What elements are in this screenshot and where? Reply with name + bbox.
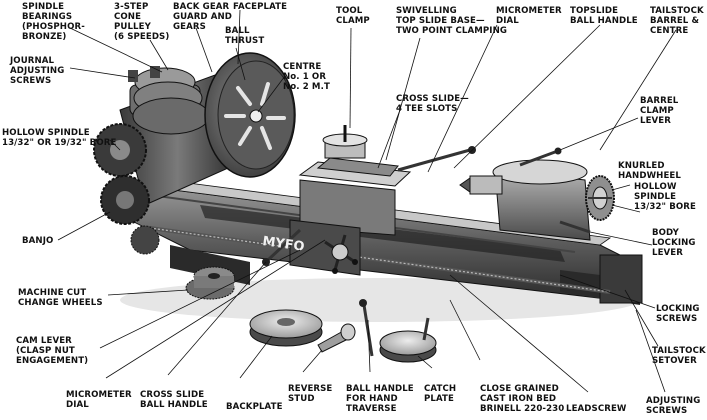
label-reverse-stud: REVERSE STUD: [288, 384, 333, 404]
bed-brand: MYFO: [261, 234, 305, 255]
accessory-change-wheel: [185, 266, 235, 300]
label-swivelling-top-slide: SWIVELLING TOP SLIDE BASE— TWO POINT CLA…: [396, 6, 508, 36]
leader-lines: [57, 9, 677, 393]
label-ball-thrust: BALL THRUST: [225, 26, 265, 46]
label-micrometer-dial-top: MICROMETER DIAL: [496, 6, 562, 26]
label-cone-pulley: 3-STEP CONE PULLEY (6 SPEEDS): [114, 2, 170, 42]
label-spindle-bearings: SPINDLE BEARINGS (PHOSPHOR- BRONZE): [22, 2, 85, 42]
label-adjusting-screws: ADJUSTING SCREWS: [646, 396, 701, 416]
floor-shadow: [120, 278, 640, 322]
headstock: [119, 52, 296, 206]
label-barrel-clamp-lever: BARREL CLAMP LEVER: [640, 96, 679, 126]
label-tool-clamp: TOOL CLAMP: [336, 6, 370, 26]
label-hollow-spindle-left: HOLLOW SPINDLE 13/32" OR 19/32" BORE: [2, 128, 117, 148]
label-leadscrew: LEADSCREW: [566, 404, 627, 414]
label-topslide-ball-handle: TOPSLIDE BALL HANDLE: [570, 6, 638, 26]
label-body-locking-lever: BODY LOCKING LEVER: [652, 228, 696, 258]
label-tailstock-barrel: TAILSTOCK BARREL & CENTRE: [650, 6, 704, 36]
carriage: [262, 125, 476, 276]
label-back-gear: BACK GEAR GUARD AND GEARS: [173, 2, 233, 32]
label-hollow-spindle-right: HOLLOW SPINDLE 13/32" BORE: [634, 182, 696, 212]
label-ball-handle: BALL HANDLE FOR HAND TRAVERSE: [346, 384, 414, 414]
label-tailstock-setover: TAILSTOCK SETOVER: [652, 346, 706, 366]
change-gear-train: [93, 123, 160, 255]
label-bed: CLOSE GRAINED CAST IRON BED BRINELL 220-…: [480, 384, 565, 414]
accessory-ball-handle: [359, 299, 374, 357]
label-backplate: BACKPLATE: [226, 402, 283, 412]
label-cam-lever: CAM LEVER (CLASP NUT ENGAGEMENT): [16, 336, 89, 366]
label-cross-slide-ball-handle: CROSS SLIDE BALL HANDLE: [140, 390, 208, 410]
label-locking-screws: LOCKING SCREWS: [656, 304, 700, 324]
label-catch-plate: CATCH PLATE: [424, 384, 457, 404]
label-banjo: BANJO: [22, 236, 54, 246]
label-centre: CENTRE No. 1 OR No. 2 M.T: [283, 62, 330, 92]
accessory-reverse-stud: [317, 323, 356, 353]
accessory-catch-plate: [379, 317, 437, 363]
label-journal-screws: JOURNAL ADJUSTING SCREWS: [10, 56, 65, 86]
accessory-backplate: [249, 309, 323, 347]
label-faceplate: FACEPLATE: [233, 2, 288, 12]
lathe-bed: [119, 177, 643, 305]
tailstock: [459, 147, 615, 241]
label-micrometer-dial-bottom: MICROMETER DIAL: [66, 390, 132, 410]
label-change-wheels: MACHINE CUT CHANGE WHEELS: [18, 288, 103, 308]
label-cross-slide: CROSS SLIDE— 4 TEE SLOTS: [396, 94, 469, 114]
label-knurled-handwheel: KNURLED HANDWHEEL: [618, 161, 681, 181]
